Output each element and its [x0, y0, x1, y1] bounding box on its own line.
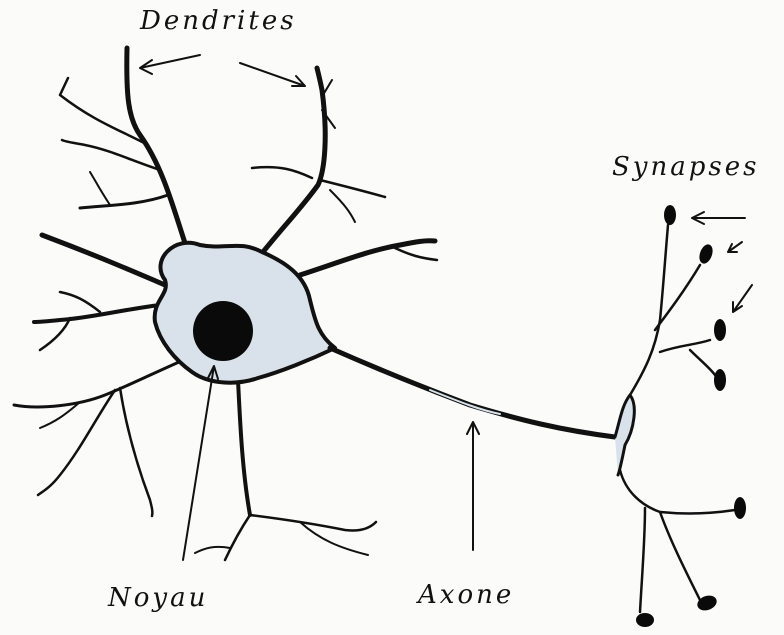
dendrite-branch	[80, 195, 168, 208]
terminal-branch	[640, 508, 645, 612]
label-synapses: Synapses	[612, 152, 759, 182]
synapse-terminal	[664, 205, 676, 225]
dendrites-arrow-right	[240, 63, 305, 86]
synapse-terminal	[714, 369, 726, 391]
terminal-branch	[660, 512, 700, 600]
dendrite-branch	[60, 292, 100, 312]
label-dendrites: Dendrites	[140, 6, 297, 36]
dendrite-branch	[252, 167, 312, 178]
synapse-terminal	[636, 613, 654, 627]
dendrite-branch	[395, 248, 437, 260]
dendrite-branch	[320, 180, 385, 197]
dendrite-lower-left	[14, 355, 195, 407]
dendrite-branch	[195, 547, 230, 553]
dendrite-branch	[225, 515, 250, 560]
dendrites-arrow-left	[140, 55, 200, 74]
synapse-arrow-2	[728, 242, 742, 252]
synapse-terminal	[734, 497, 746, 519]
terminal-branch	[690, 350, 715, 375]
synapse-arrow-1	[692, 212, 745, 224]
terminal-branch	[630, 225, 668, 395]
dendrite-right	[300, 241, 435, 275]
axon-terminal-hub	[615, 395, 634, 475]
dendrite-branch	[90, 172, 110, 205]
dendrite-left-upper	[42, 235, 165, 285]
terminal-branch	[660, 340, 710, 352]
dendrite-branch	[60, 78, 148, 145]
nucleus	[193, 301, 253, 361]
synapse-terminal	[714, 319, 726, 341]
dendrite-branch	[250, 515, 376, 531]
axone-arrow	[467, 422, 479, 550]
dendrite-branch	[330, 190, 355, 222]
terminal-branch	[620, 470, 735, 513]
synapse-terminal	[697, 243, 715, 266]
synapse-arrow-3	[733, 285, 752, 312]
dendrite-left-mid	[34, 305, 160, 322]
dendrite-branch	[120, 388, 152, 516]
label-noyau: Noyau	[108, 583, 208, 613]
label-axone: Axone	[418, 580, 514, 610]
dendrite-lower	[238, 380, 250, 515]
dendrite-upper-right	[255, 68, 325, 262]
noyau-arrow	[183, 366, 218, 560]
dendrite-upper-left	[127, 48, 190, 258]
